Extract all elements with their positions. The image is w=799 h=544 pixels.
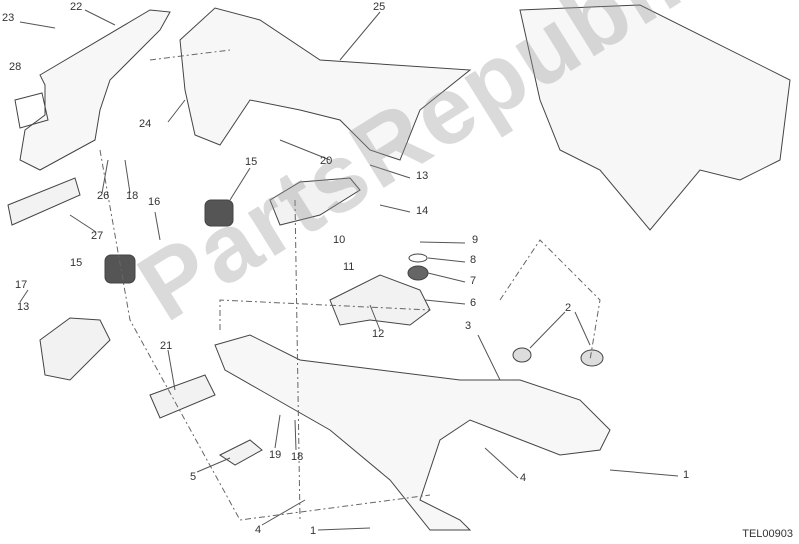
callout-label: 3 — [465, 320, 472, 332]
plate-holder-part — [19, 9, 171, 171]
callout-label: 4 — [520, 472, 527, 484]
rubber-part — [580, 349, 604, 367]
callout-label: 17 — [15, 279, 28, 291]
grommet-part — [204, 199, 234, 227]
callout-label: 2 — [565, 302, 572, 314]
callout-label: 14 — [416, 205, 429, 217]
callout-label: 19 — [269, 449, 282, 461]
callout-label: 24 — [139, 118, 152, 130]
side-panel-part — [519, 4, 791, 231]
callout-label: 18 — [291, 451, 304, 463]
callout-label: 6 — [470, 297, 477, 309]
callout-label: 18 — [126, 190, 139, 202]
callout-label: 20 — [320, 155, 333, 167]
callout-label: 15 — [245, 156, 258, 168]
callout-label: 13 — [416, 170, 429, 182]
grommet-part — [104, 254, 136, 284]
callout-label: 26 — [97, 190, 110, 202]
callout-label: 8 — [470, 254, 477, 266]
callout-label: 15 — [70, 257, 83, 269]
turn-signal-left-part — [39, 317, 111, 381]
side-reflector-part — [149, 374, 216, 419]
rubber-part — [512, 347, 532, 363]
subframe-part — [214, 334, 611, 531]
callout-label: 12 — [372, 328, 385, 340]
callout-label: 11 — [343, 261, 355, 273]
callout-label: 28 — [9, 61, 22, 73]
callout-label: 1 — [310, 525, 317, 537]
callout-label: 9 — [472, 234, 479, 246]
callout-label: 13 — [17, 301, 30, 313]
callout-label: 5 — [190, 471, 197, 483]
callout-label: 27 — [91, 230, 104, 242]
bracket-part — [329, 274, 431, 326]
callout-label: 7 — [470, 275, 477, 287]
callout-label: 10 — [333, 234, 346, 246]
reflector-part — [7, 177, 81, 226]
tail-cover-part — [179, 7, 472, 161]
rubber-part — [407, 265, 429, 281]
callout-label: 16 — [148, 196, 161, 208]
callout-label: 22 — [70, 1, 83, 13]
washer-part — [408, 253, 428, 263]
reference-code: TEL00903 — [742, 528, 793, 540]
callout-label: 1 — [683, 469, 690, 481]
turn-signal-right-part — [269, 177, 361, 226]
cover-part — [219, 439, 263, 466]
callout-label: 21 — [160, 340, 173, 352]
license-plate-part — [14, 92, 49, 129]
callout-label: 25 — [373, 1, 386, 13]
callout-label: 23 — [2, 12, 15, 24]
callout-label: 4 — [255, 524, 262, 536]
